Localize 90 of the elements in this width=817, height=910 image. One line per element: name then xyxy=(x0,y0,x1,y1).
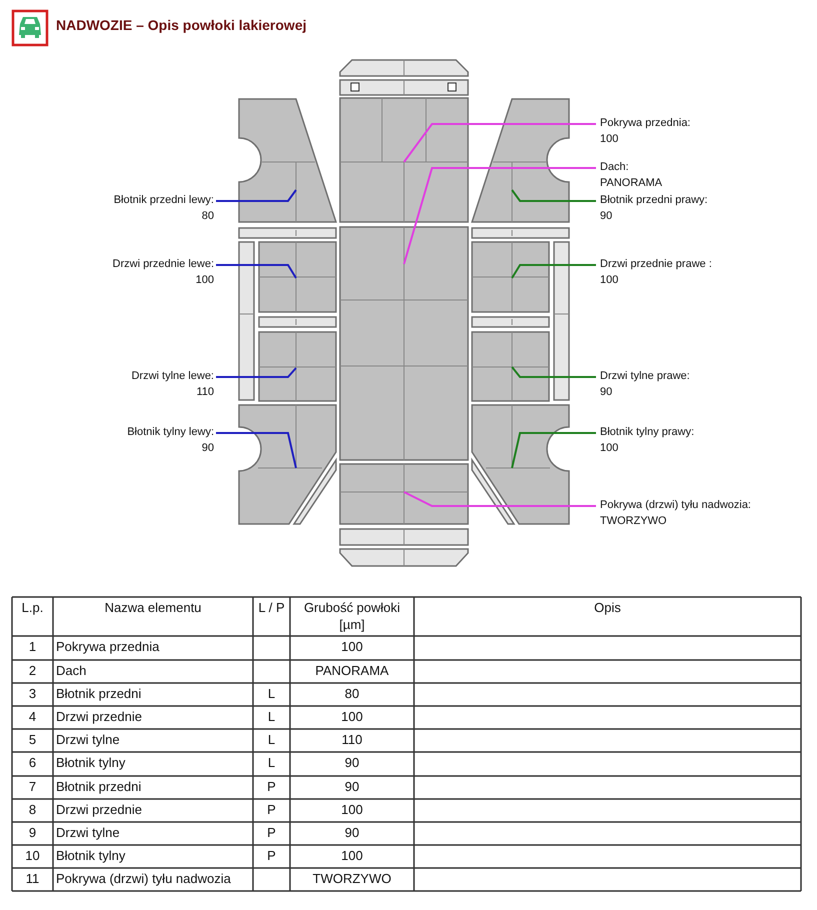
table-cell-text: Błotnik przedni xyxy=(55,685,142,703)
thickness-value: 90 xyxy=(200,441,214,456)
table-cell-text: Błotnik tylny xyxy=(55,754,126,772)
leader-line xyxy=(216,432,297,468)
table-cell-text: Błotnik przedni xyxy=(55,778,142,796)
page-title: NADWOZIE – Opis powłoki lakierowej xyxy=(56,17,306,33)
table-cell-text: 7 xyxy=(28,778,38,796)
table-cell-text: 11 xyxy=(24,870,40,888)
part-label: Błotnik tylny prawy: xyxy=(600,425,694,440)
table-cell-text: TWORZYWO xyxy=(312,870,392,888)
table-cell-text: L xyxy=(266,708,276,726)
table-cell-text: P xyxy=(266,847,277,865)
table-cell-text: P xyxy=(266,778,277,796)
leader-line xyxy=(511,189,596,202)
table-cell-text: L xyxy=(266,754,276,772)
hood-panel xyxy=(339,97,469,223)
thickness-value: TWORZYWO xyxy=(600,514,668,529)
column-header: Nazwa elementu xyxy=(104,599,202,617)
table-cell-text: 100 xyxy=(340,847,364,865)
table-cell-text: Błotnik tylny xyxy=(55,847,126,865)
table-cell-text: 3 xyxy=(28,685,38,703)
part-label: Pokrywa przednia: xyxy=(600,116,690,131)
table-cell-text: 2 xyxy=(28,662,38,680)
thickness-value: 100 xyxy=(600,132,620,147)
part-label: Błotnik tylny lewy: xyxy=(127,425,214,440)
table-cell-text: 90 xyxy=(344,754,360,772)
table-cell-text: 10 xyxy=(24,847,41,865)
part-label: Drzwi tylne prawe: xyxy=(600,369,690,384)
table-cell-text: Pokrywa przednia xyxy=(55,638,160,656)
table-cell-text: 90 xyxy=(344,778,360,796)
part-label: Dach: xyxy=(600,160,630,175)
table-cell-text: Drzwi tylne xyxy=(55,731,121,749)
front-door-panel xyxy=(258,241,337,313)
thickness-value: 100 xyxy=(600,273,620,288)
front-fender-panel xyxy=(471,98,570,223)
column-header: L / P xyxy=(257,599,286,617)
leader-line xyxy=(511,366,596,378)
leader-line xyxy=(216,189,297,202)
leader-line xyxy=(216,264,297,279)
table-cell-text: Drzwi tylne xyxy=(55,824,121,842)
leader-line xyxy=(404,491,596,507)
table-cell-text: 9 xyxy=(28,824,38,842)
rear-fender-panel xyxy=(238,404,337,525)
table-cell-text: P xyxy=(266,824,277,842)
table-cell-text: 100 xyxy=(340,638,364,656)
table-cell-text: 100 xyxy=(340,708,364,726)
rear-door-panel xyxy=(471,331,550,402)
leader-line xyxy=(216,367,297,378)
thickness-value: 100 xyxy=(600,441,620,456)
table-cell-text: 1 xyxy=(28,638,38,656)
tailgate-panel xyxy=(339,463,469,525)
table-cell-text: Drzwi przednie xyxy=(55,708,143,726)
leader-line xyxy=(511,432,596,468)
table-cell-text: 90 xyxy=(344,824,360,842)
rear-door-panel xyxy=(258,331,337,402)
table-cell-text: 6 xyxy=(28,754,38,772)
column-header: L.p. xyxy=(20,599,44,617)
thickness-value: 90 xyxy=(600,209,614,224)
part-label: Pokrywa (drzwi) tyłu nadwozia: xyxy=(600,498,751,513)
table-cell-text: Dach xyxy=(55,662,88,680)
front-door-panel xyxy=(471,241,550,313)
part-label: Drzwi przednie prawe : xyxy=(600,257,712,272)
thickness-value: 90 xyxy=(600,385,614,400)
leader-line xyxy=(403,123,596,163)
leader-line xyxy=(511,264,596,279)
table-cell-text: 5 xyxy=(28,731,38,749)
front-fender-panel xyxy=(238,98,337,223)
column-header: Grubość powłoki [µm] xyxy=(302,599,402,634)
part-label: Drzwi tylne lewe: xyxy=(131,369,214,384)
thickness-value: PANORAMA xyxy=(600,176,662,191)
table-cell-text: PANORAMA xyxy=(314,662,390,680)
column-header: Opis xyxy=(593,599,622,617)
table-cell-text: L xyxy=(266,685,276,703)
table-cell-text: 8 xyxy=(28,801,38,819)
table-cell-text: 80 xyxy=(344,685,360,703)
part-label: Drzwi przednie lewe: xyxy=(112,257,214,272)
roof-panel xyxy=(339,226,469,461)
table-cell-text: L xyxy=(266,731,276,749)
table-cell-text: 4 xyxy=(28,708,38,726)
table-cell-text: Drzwi przednie xyxy=(55,801,143,819)
rear-fender-panel xyxy=(471,404,570,525)
thickness-value: 110 xyxy=(195,385,214,400)
table-cell-text: P xyxy=(266,801,277,819)
table-cell-text: 100 xyxy=(340,801,364,819)
table-cell-text: Pokrywa (drzwi) tyłu nadwozia xyxy=(55,870,232,888)
part-label: Błotnik przedni lewy: xyxy=(114,193,214,208)
table-cell-text: 110 xyxy=(340,731,364,749)
thickness-value: 80 xyxy=(200,209,214,224)
thickness-value: 100 xyxy=(194,273,214,288)
part-label: Błotnik przedni prawy: xyxy=(600,193,708,208)
